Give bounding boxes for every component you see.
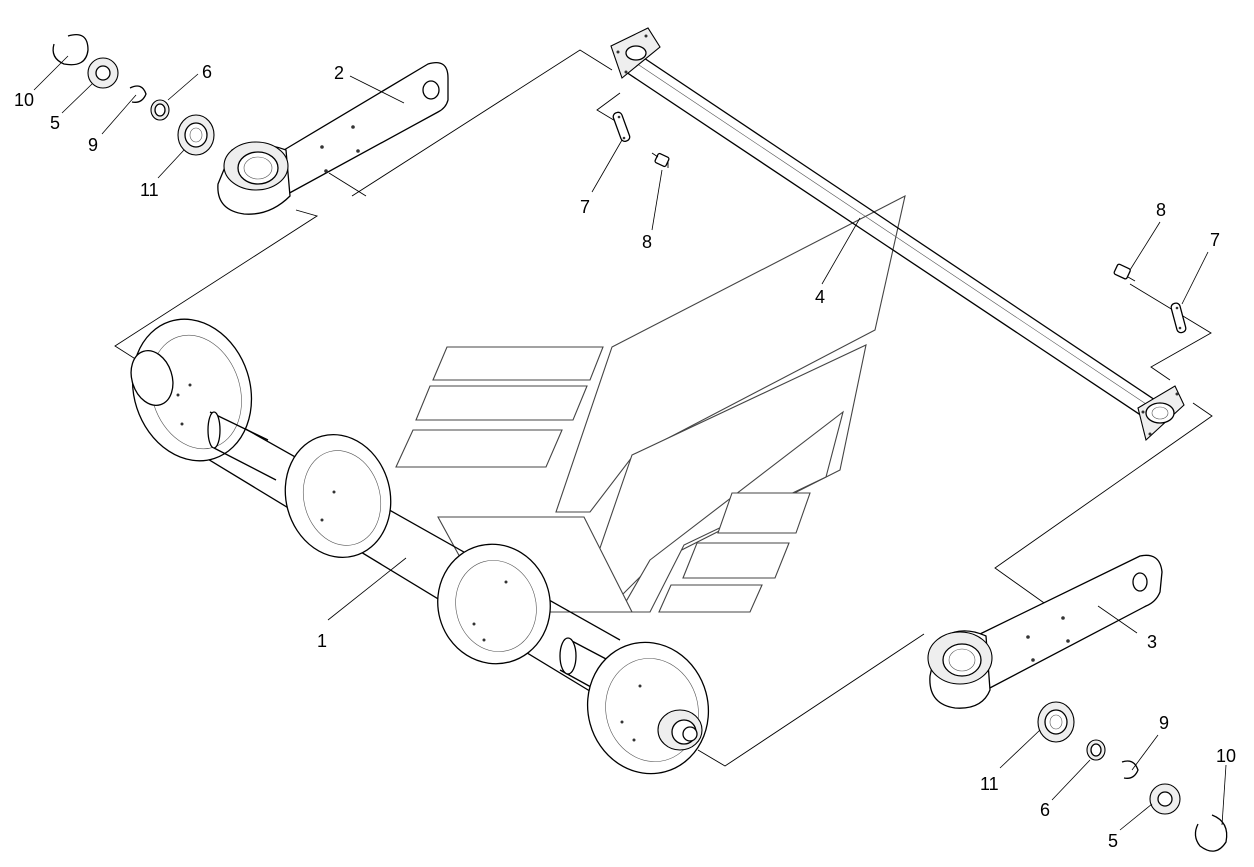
retaining-ring-lower bbox=[1121, 760, 1139, 779]
assembly-lines bbox=[114, 49, 1213, 767]
callout-upper-seal-ring: 6 bbox=[202, 62, 212, 82]
bracket-set-upper bbox=[612, 111, 670, 168]
clip-bracket-lower bbox=[1170, 302, 1187, 334]
bracket-arm-upper bbox=[217, 61, 449, 215]
callout-upper-bolt: 8 bbox=[642, 232, 652, 252]
disc-4 bbox=[586, 641, 710, 775]
leader-lines bbox=[33, 55, 1227, 831]
clip-bracket-upper bbox=[612, 111, 631, 142]
callout-labels: 1 2 3 4 10 5 9 6 11 7 8 8 7 11 6 9 5 10 bbox=[14, 62, 1236, 851]
main-shaft bbox=[130, 318, 710, 775]
callout-upper-circlip: 10 bbox=[14, 90, 34, 110]
retaining-ring-upper bbox=[129, 85, 147, 103]
disc-2 bbox=[284, 433, 392, 559]
bearing-set-upper bbox=[52, 33, 215, 156]
callout-lower-bolt: 8 bbox=[1156, 200, 1166, 220]
callout-upper-arm: 2 bbox=[334, 63, 344, 83]
callout-lower-circlip: 10 bbox=[1216, 746, 1236, 766]
callout-cross-tube: 4 bbox=[815, 287, 825, 307]
callout-lower-washer: 5 bbox=[1108, 831, 1118, 851]
callout-lower-clip: 7 bbox=[1210, 230, 1220, 250]
circlip-lower bbox=[1194, 814, 1228, 852]
callout-upper-retaining-ring: 9 bbox=[88, 135, 98, 155]
bolt-lower bbox=[1113, 263, 1131, 280]
callout-upper-washer: 5 bbox=[50, 113, 60, 133]
circlip-upper bbox=[52, 33, 89, 66]
callout-shaft: 1 bbox=[317, 631, 327, 651]
callout-upper-clip: 7 bbox=[580, 197, 590, 217]
cross-tube bbox=[610, 27, 1185, 442]
callout-lower-arm: 3 bbox=[1147, 632, 1157, 652]
callout-lower-seal-ring: 6 bbox=[1040, 800, 1050, 820]
bracket-arm-lower bbox=[927, 554, 1163, 709]
bearing-set-lower bbox=[1037, 701, 1228, 852]
bolt-upper bbox=[654, 152, 670, 168]
callout-lower-bearing: 11 bbox=[980, 774, 999, 794]
disc-1 bbox=[131, 318, 253, 462]
callout-upper-bearing: 11 bbox=[140, 180, 159, 200]
bracket-set-lower bbox=[1113, 263, 1187, 334]
callout-lower-retaining-ring: 9 bbox=[1159, 713, 1169, 733]
